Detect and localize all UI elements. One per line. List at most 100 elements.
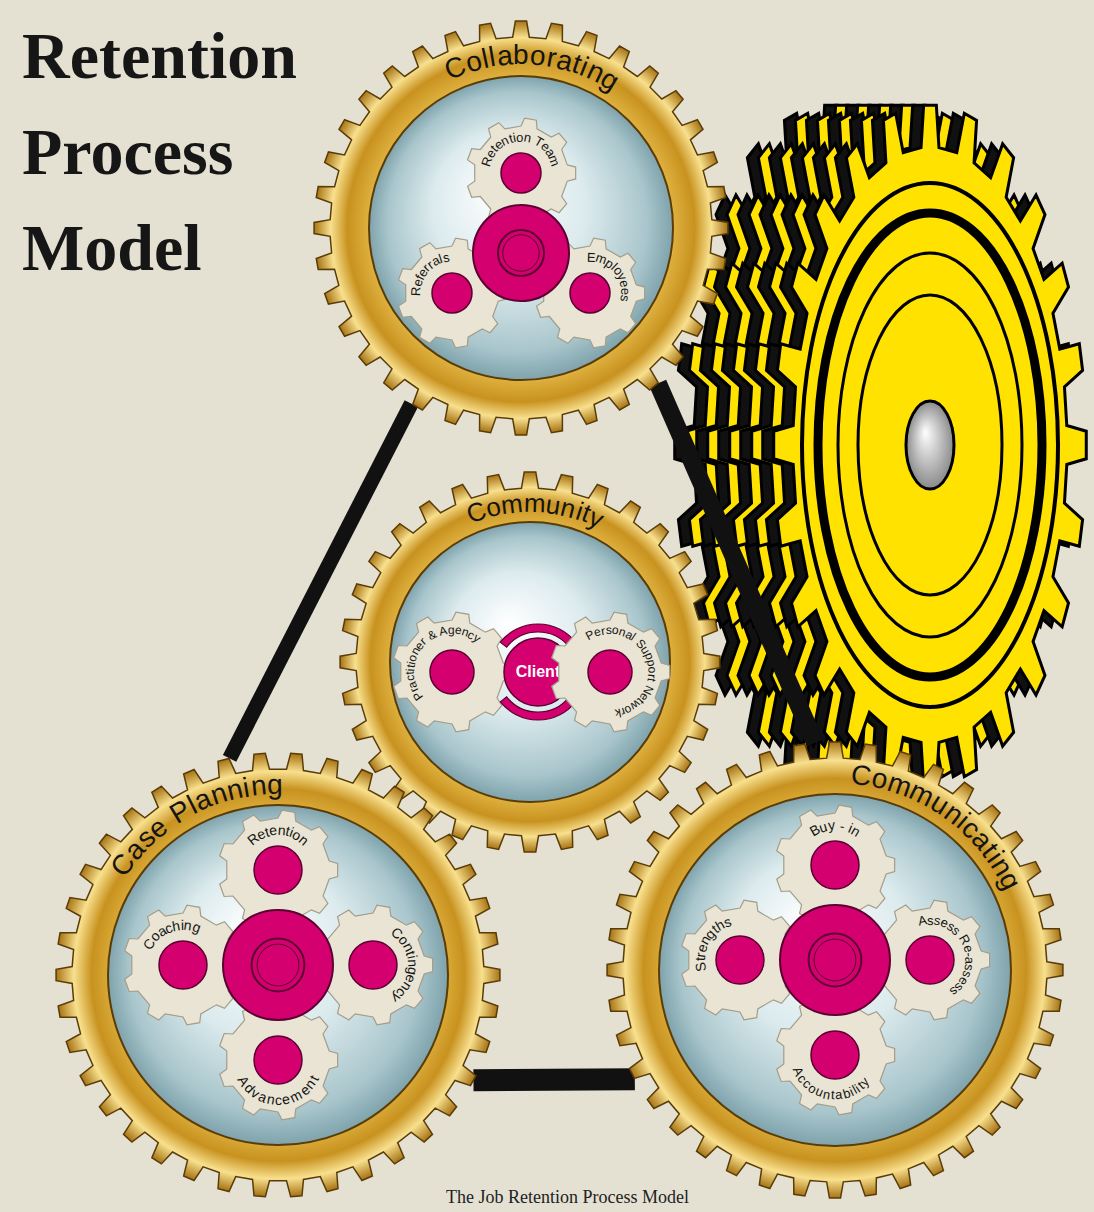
label-glyph: r <box>693 951 708 958</box>
label-glyph: u <box>544 491 562 519</box>
label-glyph: t <box>306 1073 320 1083</box>
label-glyph: o <box>623 703 634 717</box>
label-glyph: g <box>596 64 624 96</box>
label-glyph <box>422 633 432 645</box>
label-glyph: h <box>713 917 727 933</box>
hub-ring <box>498 230 544 276</box>
label-glyph: n <box>849 823 863 839</box>
label-glyph: s <box>606 624 612 636</box>
label-glyph: n <box>297 832 312 848</box>
label-glyph: l <box>487 43 498 72</box>
label-glyph: p <box>644 658 657 667</box>
label-glyph: c <box>795 1072 809 1085</box>
label-glyph: n <box>939 798 968 830</box>
label-glyph: A <box>235 1073 252 1088</box>
label-glyph: e <box>619 288 632 296</box>
label-glyph: a <box>155 923 169 939</box>
label-glyph: s <box>927 913 934 926</box>
label-glyph: B <box>807 822 822 839</box>
label-glyph: A <box>791 1065 806 1078</box>
magenta-dot <box>811 1031 859 1079</box>
glass-disc <box>659 794 1011 1146</box>
hub-ring <box>257 944 299 986</box>
label-glyph: t <box>693 957 707 961</box>
label-glyph: C <box>106 848 141 881</box>
label-glyph: e <box>415 266 430 279</box>
label-glyph: g <box>702 926 718 941</box>
label-glyph: c <box>466 628 477 641</box>
magenta-dot <box>254 846 302 894</box>
glass-disc <box>369 76 673 380</box>
label-glyph: e <box>483 147 498 160</box>
magenta-dot <box>501 153 541 193</box>
label-glyph: r <box>418 636 429 648</box>
label-glyph: a <box>963 957 976 964</box>
magenta-dot <box>159 941 207 989</box>
label-glyph: k <box>614 707 622 720</box>
label-glyph: e <box>410 278 425 289</box>
label-glyph: n <box>224 775 246 806</box>
label-glyph: & <box>425 628 438 642</box>
label-glyph: r <box>646 673 658 678</box>
label-glyph: s <box>952 980 966 994</box>
label-glyph: t <box>645 677 657 683</box>
label-glyph: e <box>268 823 277 838</box>
label-glyph: e <box>454 624 462 637</box>
process-gear: Case PlanningRetentionCoachingContingenc… <box>56 753 500 1197</box>
label-glyph <box>954 929 966 940</box>
label-glyph: l <box>609 261 620 272</box>
label-glyph: m <box>523 490 545 517</box>
label-glyph: r <box>421 261 433 273</box>
label-glyph: y <box>858 1075 872 1089</box>
label-glyph: m <box>288 1087 305 1105</box>
label-glyph: a <box>120 835 151 865</box>
label-glyph: o <box>529 41 547 70</box>
sub-gear-body <box>552 612 670 732</box>
hub-ring <box>252 939 305 992</box>
label-glyph: m <box>547 154 563 169</box>
gear-label: Practitioner & Agency <box>392 612 512 732</box>
label-glyph: o <box>806 1081 819 1096</box>
hub-group <box>473 205 569 301</box>
label-glyph: N <box>641 683 656 696</box>
label-glyph: d <box>242 1080 257 1095</box>
label-glyph: - <box>963 951 976 957</box>
label-glyph: o <box>406 653 420 663</box>
label-glyph: i <box>576 53 592 81</box>
label-glyph: c <box>956 814 986 844</box>
hub-group <box>780 905 890 1015</box>
label-glyph <box>529 132 537 145</box>
label-glyph: n <box>582 56 608 88</box>
hub-shape <box>220 907 336 1023</box>
label-glyph <box>157 806 180 833</box>
label-glyph: A <box>438 624 448 637</box>
label-glyph: o <box>611 264 626 278</box>
label-glyph: - <box>838 818 845 833</box>
hub-ring <box>809 934 862 987</box>
magenta-dot <box>906 936 954 984</box>
label-glyph: t <box>709 922 721 935</box>
label-glyph: y <box>615 271 630 283</box>
label-glyph <box>835 818 840 832</box>
label-glyph: e <box>492 138 506 153</box>
label-glyph: n <box>618 625 628 638</box>
label-glyph: v <box>249 1085 263 1101</box>
label-glyph: s <box>131 823 161 853</box>
label-glyph <box>434 626 441 638</box>
label-glyph: e <box>694 942 710 954</box>
label-glyph: R <box>409 287 422 297</box>
label-glyph: l <box>437 252 444 265</box>
label-glyph: t <box>831 1088 835 1101</box>
label-glyph: s <box>442 251 451 265</box>
label-glyph: e <box>939 915 950 930</box>
label-glyph: y <box>471 632 483 645</box>
label-glyph: r <box>544 43 558 72</box>
glass-disc <box>390 522 670 802</box>
label-glyph: n <box>207 779 231 810</box>
gear-face <box>818 213 1042 677</box>
label-glyph: n <box>399 979 415 993</box>
label-glyph: C <box>463 497 489 528</box>
label-glyph: t <box>488 143 500 154</box>
gear-group <box>552 612 670 732</box>
label-glyph: e <box>297 1082 312 1098</box>
